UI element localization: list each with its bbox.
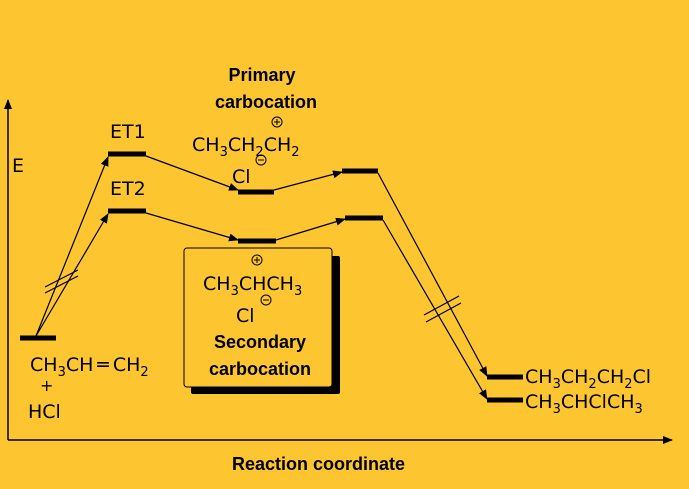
break-mark-left: [44, 269, 79, 294]
product-primary: CH3CH2CH2Cl: [525, 366, 651, 392]
label-et1: ET1: [110, 121, 146, 143]
y-axis-label: E: [12, 155, 24, 177]
reactant-alkene: CH3CH═CH2: [30, 354, 149, 380]
label-et2: ET2: [110, 178, 146, 200]
secondary-box: [183, 247, 333, 388]
arrow-ts-to-primary-product: [377, 172, 488, 377]
primary-cation-formula: CH3CH2CH2: [192, 134, 300, 160]
primary-title-line2: carbocation: [215, 92, 317, 112]
primary-anion: Cl: [232, 166, 251, 188]
arrow-et2-to-secondary: [145, 212, 239, 242]
reactant-acid: HCl: [28, 401, 61, 423]
arrow-reactants-to-et1: [35, 156, 109, 337]
negative-charge-icon: [260, 294, 272, 306]
x-axis-label: Reaction coordinate: [232, 454, 405, 474]
positive-charge-icon: [271, 116, 283, 128]
arrow-secondary-to-ts: [275, 217, 346, 241]
negative-charge-icon: [255, 154, 267, 166]
secondary-title-line1: Secondary: [214, 332, 306, 352]
positive-charge-icon: [251, 254, 263, 266]
arrow-primary-to-ts: [273, 170, 343, 191]
arrow-et1-to-primary: [145, 155, 239, 191]
primary-title-line1: Primary: [228, 65, 295, 85]
break-mark-right: [423, 295, 462, 323]
product-secondary: CH3CHClCH3: [525, 391, 643, 417]
reactant-plus: +: [40, 376, 53, 395]
arrow-reactants-to-et2: [35, 213, 109, 337]
secondary-anion: Cl: [236, 305, 255, 327]
secondary-title-line2: carbocation: [209, 359, 311, 379]
secondary-cation-formula: CH3CHCH3: [203, 273, 302, 299]
